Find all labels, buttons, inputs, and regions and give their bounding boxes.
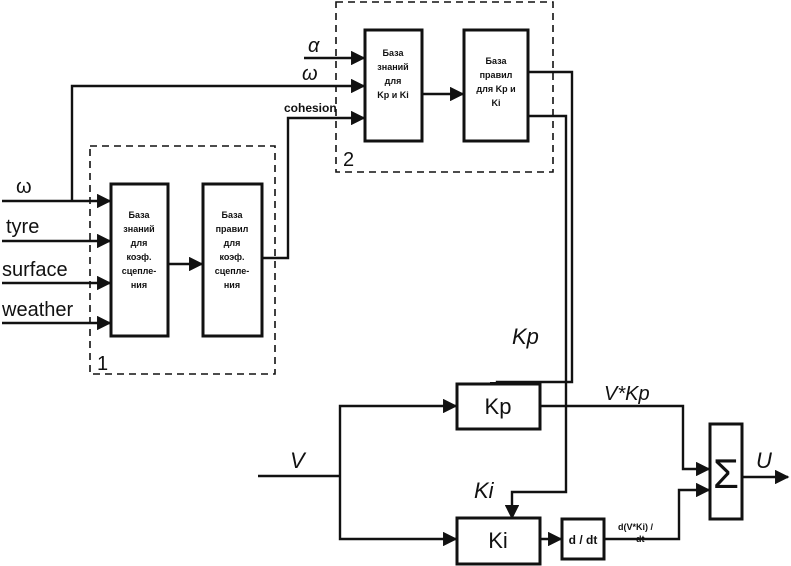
block2-rb-line-1: База [486, 56, 508, 66]
block1-kb-line-3: для [131, 238, 148, 248]
block1-kb-line-1: База [129, 210, 151, 220]
input-weather-label: weather [1, 299, 73, 321]
vkp-label: V*Kp [604, 383, 650, 405]
kp-block-label: Kp [485, 394, 512, 419]
block2-kb-line-1: База [383, 48, 405, 58]
input-cohesion-label: cohesion [284, 101, 337, 115]
wire-cohesion [262, 110, 366, 260]
group-1-frame [89, 145, 276, 375]
block2-rb-line-2: правил [480, 70, 513, 80]
sum-block [708, 422, 744, 521]
wire-ki-signal [504, 114, 568, 520]
group-2-number: 2 [343, 149, 354, 171]
dvki-label-line-1: d(V*Ki) / [618, 522, 653, 532]
block1-kb-line-4: коэф. [126, 252, 151, 262]
input-alpha-label: α [308, 35, 320, 57]
block2-kb-line-2: знаний [377, 62, 408, 72]
dvki-label-line-2: dt [636, 534, 645, 544]
block1-rb-line-3: для [224, 238, 241, 248]
wire-kp-to-sum [540, 404, 711, 477]
sum-symbol: Σ [713, 450, 739, 497]
input-omega2-label: ω [302, 63, 318, 85]
block1-rb-line-5: сцепле- [215, 266, 250, 276]
group-1-number: 1 [97, 353, 108, 375]
output-u-label: U [756, 448, 772, 473]
v-input-label: V [290, 448, 307, 473]
block1-rb-line-1: База [222, 210, 244, 220]
ki-block-label: Ki [488, 528, 508, 553]
wire-v-to-ki [338, 476, 458, 547]
block2-rb-line-3: для Kp и [476, 84, 515, 94]
input-surface-label: surface [2, 259, 68, 281]
block1-knowledge-base [109, 182, 170, 338]
kp-block [455, 382, 542, 431]
derivative-block [560, 517, 606, 561]
block1-rule-base [201, 182, 264, 338]
kp-signal-label: Kp [512, 324, 539, 349]
wire-v-to-kp [338, 398, 458, 476]
wire-omega-branch [70, 78, 366, 201]
block1-kb-line-5: сцепле- [122, 266, 157, 276]
block2-kb-line-3: для [385, 76, 402, 86]
block2-kb-line-4: Kp и Ki [377, 90, 409, 100]
block1-kb-line-6: ния [131, 280, 147, 290]
block1-rb-line-6: ния [224, 280, 240, 290]
block1-rb-line-4: коэф. [219, 252, 244, 262]
block2-knowledge-base [363, 28, 424, 143]
input-omega-label: ω [16, 176, 32, 198]
block1-kb-line-2: знаний [123, 224, 154, 234]
wire-ddt-to-sum [604, 482, 711, 541]
block2-rb-line-4: Ki [492, 98, 501, 108]
ki-signal-label: Ki [474, 478, 495, 503]
derivative-label: d / dt [569, 533, 598, 547]
input-tyre-label: tyre [6, 216, 39, 238]
ki-block [455, 516, 542, 566]
block2-rule-base [462, 28, 530, 143]
block1-rb-line-2: правил [216, 224, 249, 234]
